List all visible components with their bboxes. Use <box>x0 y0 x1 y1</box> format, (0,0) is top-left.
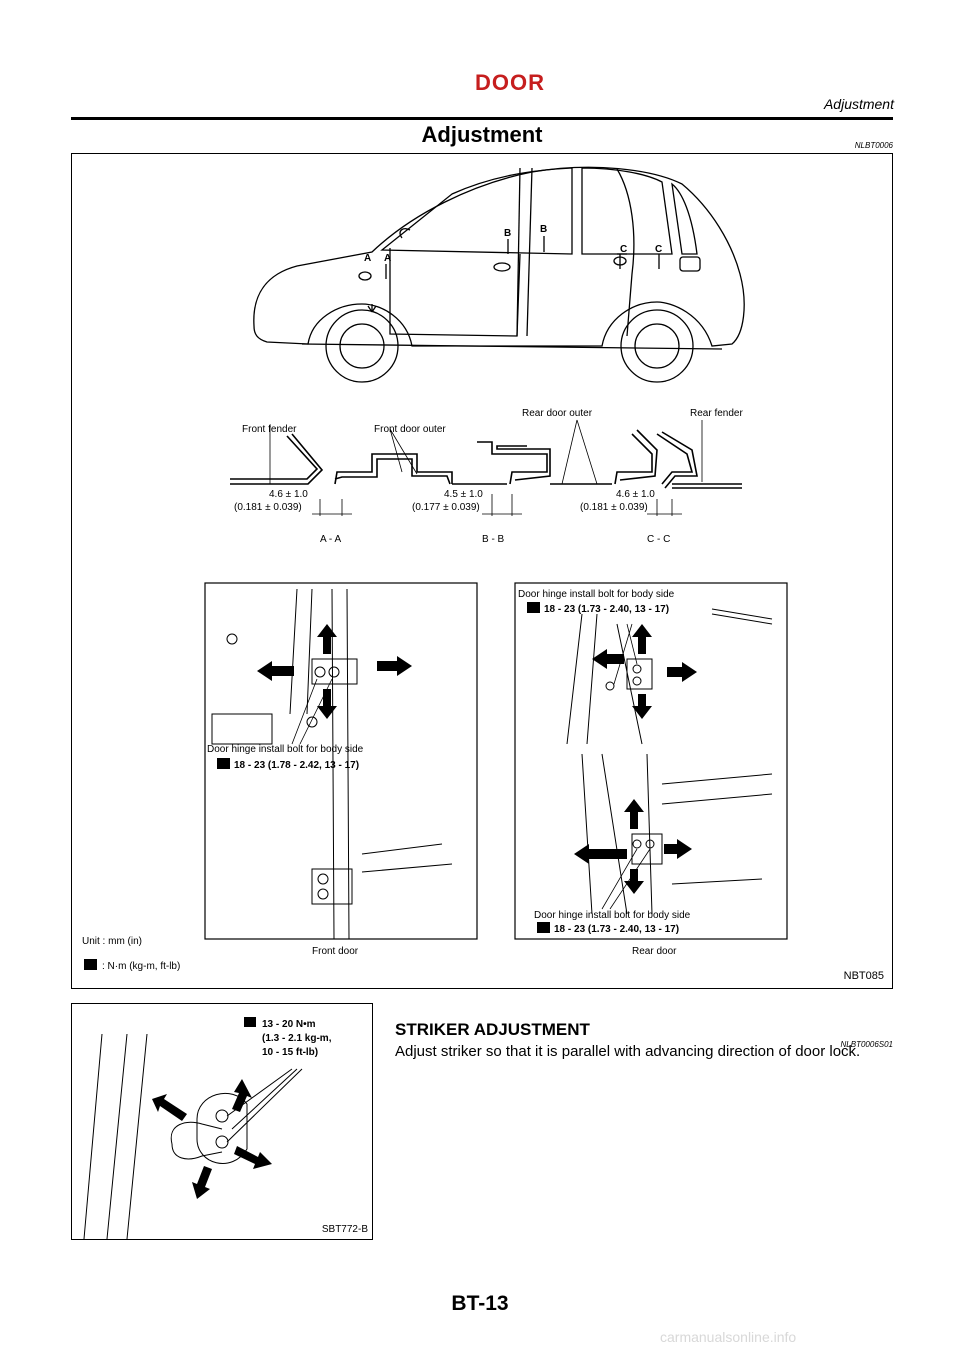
door-adjustment-drawing: A A B B C C <box>82 166 788 972</box>
watermark: carmanualsonline.info <box>660 1329 797 1345</box>
cut-aa: A - A <box>320 534 341 545</box>
unit-note: Unit : mm (in) <box>82 936 142 947</box>
rear-door-hinge-drawing <box>566 608 773 915</box>
striker-adjust-arrows <box>152 1079 272 1199</box>
striker-heading: STRIKER ADJUSTMENT <box>395 1020 590 1039</box>
striker-figure: 13 - 20 N•m (1.3 - 2.1 kg-m, 10 - 15 ft-… <box>71 1003 373 1240</box>
front-door-hinge-drawing <box>211 588 453 940</box>
front-bolt-leader <box>291 678 333 745</box>
torque-wrench-icon <box>244 1017 256 1027</box>
striker-torque-line2: (1.3 - 2.1 kg-m, <box>262 1033 332 1044</box>
gap-inch-cc: (0.181 ± 0.039) <box>580 502 648 513</box>
striker-torque-line1: 13 - 20 N•m <box>262 1019 316 1030</box>
cross-section-leaders <box>269 419 703 516</box>
label-rear-door-outer: Rear door outer <box>522 408 593 419</box>
front-door-caption: Front door <box>312 946 359 957</box>
door-adjustment-figure: A A B B C C <box>71 153 893 989</box>
front-bolt-label: Door hinge install bolt for body side <box>207 744 364 755</box>
rear-torque-top: 18 - 23 (1.73 - 2.40, 13 - 17) <box>544 604 669 615</box>
page-heading: Adjustment <box>421 122 543 147</box>
label-front-door-outer: Front door outer <box>374 424 446 435</box>
rear-bolt-leader-top <box>613 623 638 685</box>
front-door-hinge-panel <box>204 582 478 940</box>
figure-id: NBT085 <box>843 970 884 982</box>
marker-a2: A <box>384 253 391 264</box>
rear-bolt-label-bottom: Door hinge install bolt for body side <box>534 910 691 921</box>
torque-unit-note: : N·m (kg-m, ft-lb) <box>102 961 180 972</box>
striker-torque-line3: 10 - 15 ft-lb) <box>262 1047 318 1058</box>
marker-c2: C <box>655 244 662 255</box>
torque-wrench-icon <box>217 758 230 769</box>
heading-code: NLBT0006 <box>854 141 893 150</box>
torque-wrench-icon <box>527 602 540 613</box>
cut-bb: B - B <box>482 534 505 545</box>
marker-b1: B <box>504 228 511 239</box>
gap-value-aa: 4.6 ± 1.0 <box>269 489 308 500</box>
header-rule <box>71 117 893 120</box>
marker-a1: A <box>364 253 371 264</box>
car-side-view <box>253 166 745 383</box>
striker-instructions: Adjust striker so that it is parallel wi… <box>395 1043 861 1060</box>
torque-wrench-icon <box>537 922 550 933</box>
front-torque-value: 18 - 23 (1.78 - 2.42, 13 - 17) <box>234 760 359 771</box>
subsection-title: Adjustment <box>823 96 894 112</box>
rear-door-adjust-arrows <box>574 624 697 894</box>
rear-door-caption: Rear door <box>632 946 677 957</box>
striker-drawing: 13 - 20 N•m (1.3 - 2.1 kg-m, 10 - 15 ft-… <box>83 1017 332 1240</box>
page-number: BT-13 <box>451 1292 509 1315</box>
striker-code: NLBT0006S01 <box>840 1040 893 1049</box>
label-front-fender: Front fender <box>242 424 297 435</box>
figure-id: SBT772-B <box>321 1224 368 1235</box>
gap-value-cc: 4.6 ± 1.0 <box>616 489 655 500</box>
gap-inch-aa: (0.181 ± 0.039) <box>234 502 302 513</box>
gap-inch-bb: (0.177 ± 0.039) <box>412 502 480 513</box>
cut-cc: C - C <box>647 534 670 545</box>
rear-door-hinge-panel <box>514 582 788 940</box>
rear-torque-bottom: 18 - 23 (1.73 - 2.40, 13 - 17) <box>554 924 679 935</box>
front-door-adjust-arrows <box>257 624 412 719</box>
torque-wrench-icon <box>84 959 97 970</box>
marker-b2: B <box>540 224 547 235</box>
gap-value-bb: 4.5 ± 1.0 <box>444 489 483 500</box>
label-rear-fender: Rear fender <box>690 408 743 419</box>
striker-body-lines <box>83 1033 303 1240</box>
cross-section-profiles <box>230 429 742 489</box>
rear-bolt-label-top: Door hinge install bolt for body side <box>518 589 675 600</box>
marker-c1: C <box>620 244 627 255</box>
rear-bolt-leader-bottom <box>601 848 651 910</box>
section-title: DOOR <box>475 70 545 95</box>
